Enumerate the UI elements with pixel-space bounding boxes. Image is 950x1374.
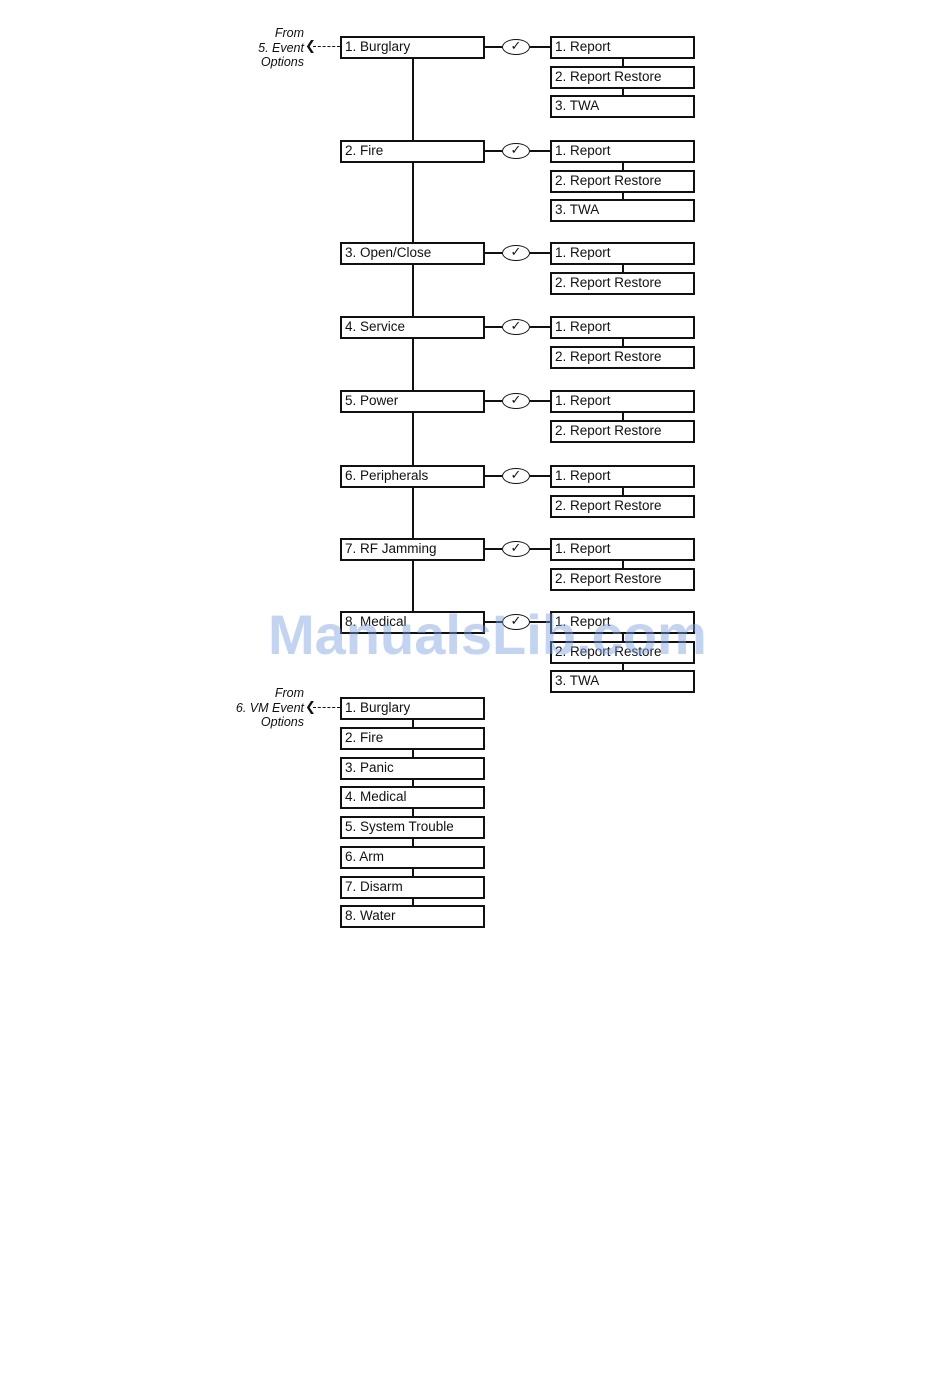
connector-line xyxy=(530,150,550,152)
suboption-item: 2. Report Restore xyxy=(550,169,695,193)
vm-spine-connector xyxy=(412,720,414,727)
connector-line xyxy=(485,475,502,477)
suboption-connector xyxy=(622,663,624,670)
suboption-connector xyxy=(622,561,624,568)
from-label-line: 6. VM Event xyxy=(235,700,304,715)
suboption-item: 1. Report xyxy=(550,611,695,634)
connector-line xyxy=(485,150,502,152)
check-icon: ✓ xyxy=(502,541,530,557)
suboption-item: 1. Report xyxy=(550,538,695,561)
connector-line xyxy=(485,621,502,623)
arrow-left-icon: ❮ xyxy=(305,700,316,715)
suboption-connector xyxy=(622,413,624,420)
suboption-item: 2. Report Restore xyxy=(550,640,695,664)
suboption-item: 1. Report xyxy=(550,316,695,339)
menu-item: 8. Medical xyxy=(340,611,485,634)
connector-line xyxy=(530,252,550,254)
check-icon: ✓ xyxy=(502,245,530,261)
dashed-arrow-line xyxy=(313,707,340,708)
vm-spine-connector xyxy=(412,780,414,786)
suboption-item: 3. TWA xyxy=(550,199,695,222)
suboption-item: 1. Report xyxy=(550,140,695,163)
vm-spine-connector xyxy=(412,839,414,846)
from-label-line: From xyxy=(274,26,304,40)
suboption-connector xyxy=(622,88,624,95)
suboption-item: 2. Report Restore xyxy=(550,494,695,518)
suboption-item: 1. Report xyxy=(550,242,695,265)
suboption-connector xyxy=(622,265,624,272)
check-icon: ✓ xyxy=(502,143,530,159)
connector-line xyxy=(530,621,550,623)
from-event-options-label: From 5. Event Options xyxy=(194,26,304,70)
menu-item: 6. Peripherals xyxy=(340,465,485,488)
menu-item: 4. Service xyxy=(340,316,485,339)
suboption-connector xyxy=(622,634,624,641)
suboption-item: 2. Report Restore xyxy=(550,271,695,295)
suboption-connector xyxy=(622,163,624,170)
arrow-left-icon: ❮ xyxy=(305,39,316,54)
from-vm-event-options-label: From 6. VM Event Options xyxy=(194,686,304,730)
connector-line xyxy=(530,326,550,328)
menu-item: 2. Fire xyxy=(340,140,485,163)
connector-line xyxy=(485,46,502,48)
check-icon: ✓ xyxy=(502,393,530,409)
suboption-item: 2. Report Restore xyxy=(550,345,695,369)
menu-item: 7. RF Jamming xyxy=(340,538,485,561)
vm-menu-item: 6. Arm xyxy=(340,846,485,869)
vm-menu-item: 4. Medical xyxy=(340,786,485,809)
vm-menu-item: 1. Burglary xyxy=(340,697,485,720)
check-icon: ✓ xyxy=(502,39,530,55)
suboption-connector xyxy=(622,488,624,495)
menu-item: 5. Power xyxy=(340,390,485,413)
connector-line xyxy=(485,252,502,254)
vm-menu-item: 5. System Trouble xyxy=(340,816,485,839)
suboption-item: 1. Report xyxy=(550,390,695,413)
suboption-item: 2. Report Restore xyxy=(550,419,695,443)
check-icon: ✓ xyxy=(502,468,530,484)
suboption-connector xyxy=(622,59,624,66)
suboption-connector xyxy=(622,192,624,199)
watermark: ManualsLib.com xyxy=(268,603,707,666)
dashed-arrow-line xyxy=(313,46,340,47)
suboption-item: 3. TWA xyxy=(550,670,695,693)
menu-item: 3. Open/Close xyxy=(340,242,485,265)
vm-menu-item: 3. Panic xyxy=(340,757,485,780)
menu-item: 1. Burglary xyxy=(340,36,485,59)
vm-spine-connector xyxy=(412,809,414,816)
from-label-line: 5. Event xyxy=(258,40,304,55)
connector-line xyxy=(530,548,550,550)
suboption-item: 1. Report xyxy=(550,36,695,59)
connector-line xyxy=(530,475,550,477)
connector-line xyxy=(530,46,550,48)
from-label-line: Options xyxy=(260,715,304,729)
vm-spine-connector xyxy=(412,869,414,876)
from-label-line: Options xyxy=(260,55,304,69)
suboption-item: 1. Report xyxy=(550,465,695,488)
connector-line xyxy=(485,548,502,550)
connector-line xyxy=(485,400,502,402)
suboption-item: 2. Report Restore xyxy=(550,567,695,591)
suboption-connector xyxy=(622,339,624,346)
vm-spine-connector xyxy=(412,750,414,757)
vm-menu-item: 2. Fire xyxy=(340,727,485,750)
from-label-line: From xyxy=(274,686,304,700)
check-icon: ✓ xyxy=(502,614,530,630)
connector-line xyxy=(485,326,502,328)
suboption-item: 2. Report Restore xyxy=(550,65,695,89)
suboption-item: 3. TWA xyxy=(550,95,695,118)
check-icon: ✓ xyxy=(502,319,530,335)
vm-spine-connector xyxy=(412,899,414,905)
vm-menu-item: 7. Disarm xyxy=(340,876,485,899)
vm-menu-item: 8. Water xyxy=(340,905,485,928)
connector-line xyxy=(530,400,550,402)
